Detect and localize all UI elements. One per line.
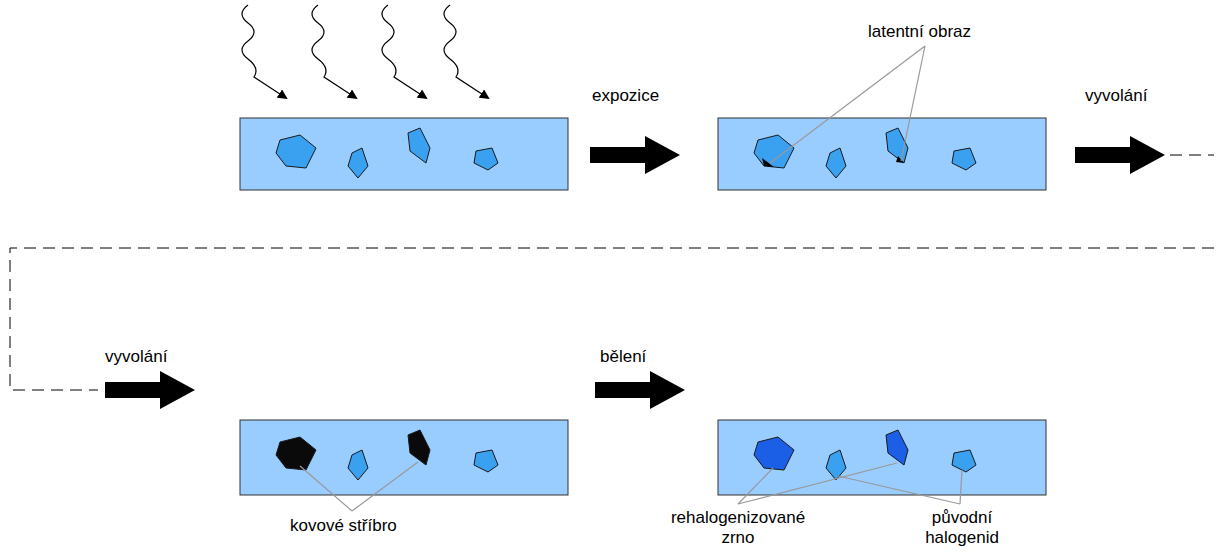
continuation-line: [10, 155, 1214, 390]
callout-label: latentní obraz: [868, 22, 971, 42]
step-label: expozice: [592, 86, 659, 106]
silver-halide-grains: [276, 128, 498, 178]
callout-label: rehalogenizované zrno: [663, 508, 813, 548]
step-label: vyvolání: [105, 347, 167, 367]
emulsion-layers: [240, 118, 1046, 495]
callout-label: původní halogenid: [912, 508, 1012, 548]
callout-label: kovové stříbro: [290, 516, 397, 536]
developed-grains: [276, 430, 498, 480]
process-arrows: [105, 136, 1165, 409]
step-label: vyvolání: [1085, 86, 1147, 106]
light-rays: [242, 5, 488, 98]
bleached-grains: [754, 430, 976, 480]
leader-lines: [300, 46, 962, 511]
latent-image-grains: [754, 128, 976, 178]
step-label: bělení: [600, 347, 646, 367]
